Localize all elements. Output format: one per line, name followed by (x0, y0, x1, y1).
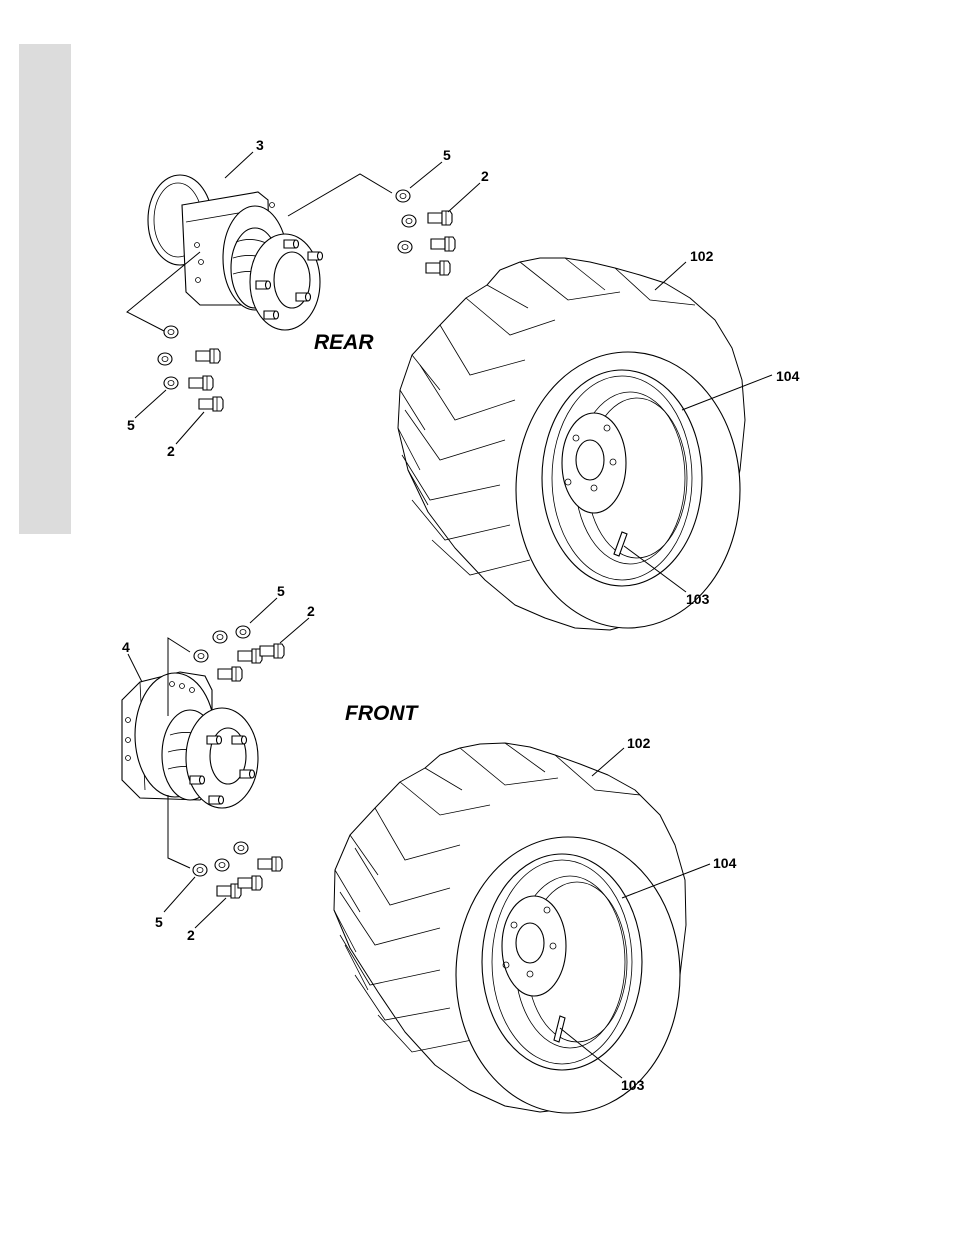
callout-front-hub: 4 (122, 639, 130, 655)
callout-rear-tire: 102 (690, 248, 714, 264)
rear-hub-motor (148, 175, 323, 330)
callout-front-bolt-top: 2 (307, 603, 315, 619)
callout-rear-washer-bottom: 5 (127, 417, 135, 433)
rear-tire (398, 258, 745, 630)
callout-front-tire: 102 (627, 735, 651, 751)
callout-front-rim: 104 (713, 855, 737, 871)
callout-front-washer-top: 5 (277, 583, 285, 599)
callout-front-washer-bottom: 5 (155, 914, 163, 930)
callout-rear-hub: 3 (256, 137, 264, 153)
callout-rear-bolt-top: 2 (481, 168, 489, 184)
callout-rear-washer-top: 5 (443, 147, 451, 163)
callout-rear-valve: 103 (686, 591, 710, 607)
rear-section (127, 152, 772, 630)
front-tire (334, 743, 686, 1113)
front-section-title: FRONT (345, 702, 419, 725)
front-hub-motor (122, 672, 258, 808)
callout-rear-rim: 104 (776, 368, 800, 384)
callout-front-valve: 103 (621, 1077, 645, 1093)
callout-front-bolt-bottom: 2 (187, 927, 195, 943)
rear-section-title: REAR (314, 331, 374, 354)
front-section (122, 598, 710, 1113)
callout-rear-bolt-bottom: 2 (167, 443, 175, 459)
